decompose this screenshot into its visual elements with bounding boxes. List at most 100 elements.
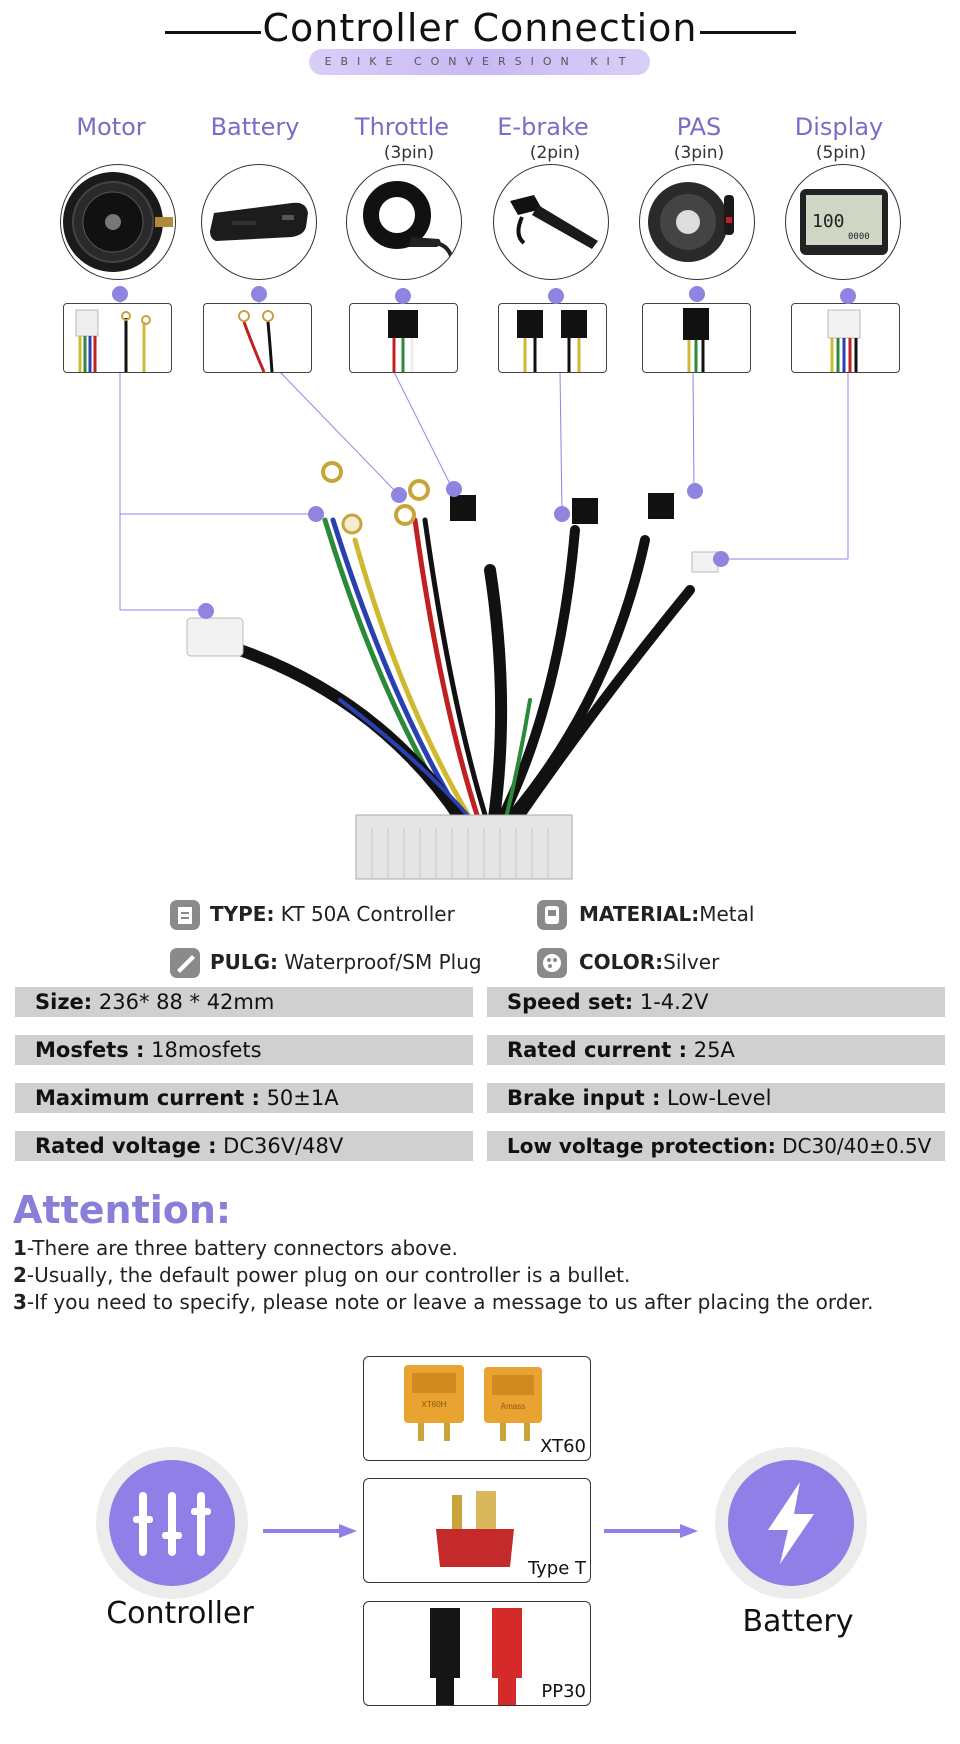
xt60-mark-left: XT60H	[422, 1400, 447, 1409]
label-throttle: Throttle	[354, 113, 450, 141]
spec-row-label: Size:	[35, 990, 93, 1014]
spec-row-brake-input: Brake input : Low-Level	[487, 1083, 945, 1113]
subtitle-pill: EBIKE CONVERSION KIT	[309, 49, 650, 75]
display-readout: 0000	[848, 232, 870, 242]
spec-row-value: Low-Level	[660, 1086, 772, 1110]
note-1: 1-There are three battery connectors abo…	[13, 1236, 458, 1260]
display-speed: 100	[812, 211, 845, 232]
xt60-mark-right: Amass	[501, 1402, 525, 1411]
connector-type-t: Type T	[363, 1478, 591, 1583]
spec-row-value: 1-4.2V	[633, 990, 709, 1014]
spec-plug-label: PULG:	[210, 950, 279, 974]
spec-row-value: 25A	[687, 1038, 735, 1062]
dot-throttle	[395, 288, 411, 304]
dot-wire-ebrake	[554, 506, 570, 522]
spec-row-value: 236* 88 * 42mm	[92, 990, 275, 1014]
dot-wire-throttle	[446, 481, 462, 497]
spec-row-value: DC30/40±0.5V	[775, 1134, 932, 1158]
battery-plug-image	[203, 303, 312, 373]
dot-wire-pas	[687, 483, 703, 499]
note-2: 2-Usually, the default power plug on our…	[13, 1263, 630, 1287]
xt60-plug-icon: XT60H Amass	[404, 1365, 542, 1441]
note-number: 2	[13, 1263, 27, 1287]
spec-material-label: MATERIAL:	[579, 902, 700, 926]
spec-plug: PULG: Waterproof/SM Plug	[210, 950, 482, 974]
sub-pas: (3pin)	[673, 143, 725, 163]
connector-label-type-t: Type T	[527, 1558, 586, 1579]
spec-plug-value: Waterproof/SM Plug	[278, 950, 482, 974]
page-title: Controller Connection	[262, 6, 698, 50]
note-text: -If you need to specify, please note or …	[26, 1290, 874, 1314]
ebrake-plug-image	[498, 303, 607, 373]
note-text: -There are three battery connectors abov…	[26, 1236, 458, 1260]
note-number: 1	[13, 1236, 27, 1260]
dot-display	[840, 288, 856, 304]
clipboard-icon	[170, 900, 200, 930]
sub-throttle: (3pin)	[383, 143, 435, 163]
spec-type-value: KT 50A Controller	[274, 902, 455, 926]
sliders-icon	[109, 1460, 235, 1586]
connector-xt60: XT60H Amass XT60	[363, 1356, 591, 1461]
throttle-plug-image	[349, 303, 458, 373]
arrow-plug-to-battery-icon	[604, 1523, 698, 1543]
label-display: Display	[794, 113, 884, 141]
lightning-icon	[728, 1460, 854, 1586]
spec-row-max-current: Maximum current : 50±1A	[15, 1083, 473, 1113]
spec-color: COLOR:Silver	[579, 950, 719, 974]
palette-icon	[537, 948, 567, 978]
spec-row-speed-set: Speed set: 1-4.2V	[487, 987, 945, 1017]
spec-type: TYPE: KT 50A Controller	[210, 902, 455, 926]
spec-row-label: Low voltage protection:	[507, 1134, 776, 1158]
type-t-plug-icon	[436, 1491, 514, 1567]
spec-color-label: COLOR:	[579, 950, 664, 974]
connector-pp30: PP30	[363, 1601, 591, 1706]
note-text: -Usually, the default power plug on our …	[26, 1263, 631, 1287]
spec-row-size: Size: 236* 88 * 42mm	[15, 987, 473, 1017]
title-rule-left	[165, 31, 261, 34]
note-number: 3	[13, 1290, 27, 1314]
controller-badge	[96, 1447, 248, 1599]
throttle-image	[346, 164, 462, 280]
dot-wire-motor-b	[198, 603, 214, 619]
spec-material: MATERIAL:Metal	[579, 902, 754, 926]
spec-row-label: Speed set:	[507, 990, 634, 1014]
dot-pas	[689, 286, 705, 302]
spec-row-label: Brake input :	[507, 1086, 661, 1110]
sub-display: (5pin)	[815, 143, 867, 163]
spec-type-label: TYPE:	[210, 902, 275, 926]
attention-title: Attention:	[13, 1188, 232, 1232]
label-pas: PAS	[676, 113, 722, 141]
pp30-plug-icon	[430, 1608, 522, 1705]
ebrake-image	[493, 164, 609, 280]
label-ebrake: E-brake	[497, 113, 589, 141]
spec-row-value: DC36V/48V	[216, 1134, 344, 1158]
plug-icon	[170, 948, 200, 978]
dot-ebrake	[548, 288, 564, 304]
spec-row-rated-voltage: Rated voltage : DC36V/48V	[15, 1131, 473, 1161]
dot-wire-display	[713, 551, 729, 567]
arrow-controller-to-plug-icon	[263, 1523, 357, 1543]
spec-row-value: 50±1A	[259, 1086, 339, 1110]
pas-image	[639, 164, 755, 280]
dot-motor	[112, 286, 128, 302]
spec-row-label: Maximum current :	[35, 1086, 260, 1110]
spec-row-label: Rated current :	[507, 1038, 688, 1062]
spec-row-label: Rated voltage :	[35, 1134, 217, 1158]
spec-row-rated-current: Rated current : 25A	[487, 1035, 945, 1065]
note-3: 3-If you need to specify, please note or…	[13, 1290, 874, 1314]
spec-row-label: Mosfets :	[35, 1038, 145, 1062]
controller-label: Controller	[106, 1596, 254, 1631]
dot-battery	[251, 286, 267, 302]
display-image: 100 0000	[785, 164, 901, 280]
material-icon	[537, 900, 567, 930]
dot-wire-battery	[391, 487, 407, 503]
title-rule-right	[700, 31, 796, 34]
motor-plug-image	[63, 303, 172, 373]
connection-lines	[119, 294, 849, 880]
spec-row-mosfets: Mosfets : 18mosfets	[15, 1035, 473, 1065]
spec-material-value: Metal	[699, 902, 755, 926]
connector-label-xt60: XT60	[540, 1436, 586, 1457]
spec-row-value: 18mosfets	[144, 1038, 262, 1062]
label-motor: Motor	[76, 113, 146, 141]
spec-row-low-voltage: Low voltage protection: DC30/40±0.5V	[487, 1131, 945, 1161]
